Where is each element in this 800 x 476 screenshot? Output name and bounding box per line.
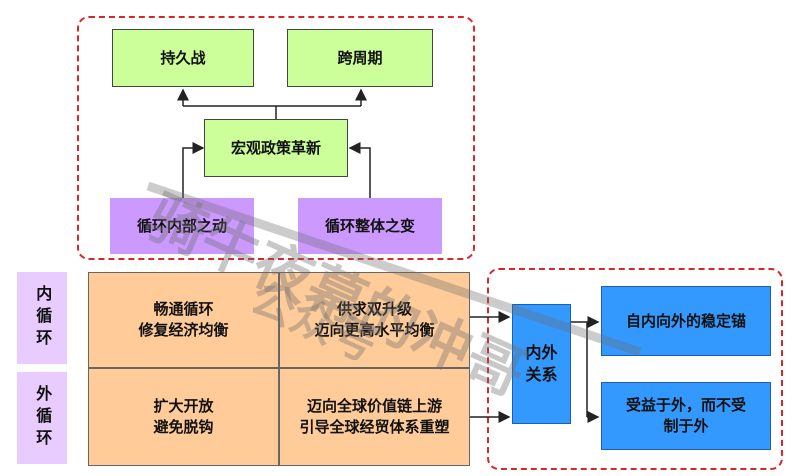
outer-left-cell: 扩大开放 避免脱钩: [88, 368, 279, 466]
inner-left-cell: 畅通循环 修复经济均衡: [88, 272, 279, 368]
inner-outer-relation: 内外 关系: [512, 304, 571, 424]
outer-cycle-label: 外循环: [17, 372, 67, 464]
outcome-protracted-war: 持久战: [112, 29, 254, 87]
top-region-border: [77, 16, 475, 260]
right-region-border: [487, 268, 783, 470]
macro-policy-innovation: 宏观政策革新: [204, 119, 348, 177]
inner-cycle-label: 内循环: [17, 272, 67, 364]
target-benefit-not-constrained: 受益于外，而不受 制于外: [601, 382, 771, 450]
outcome-cross-cycle: 跨周期: [287, 29, 433, 87]
target-stability-anchor: 自内向外的稳定锚: [601, 286, 771, 356]
inner-right-cell: 供求双升级 迈向更高水平均衡: [279, 272, 470, 368]
outer-right-cell: 迈向全球价值链上游 引导全球经贸体系重塑: [279, 368, 470, 466]
right-driver-arrow: [348, 142, 371, 198]
driver-internal-motion: 循环内部之动: [110, 198, 254, 254]
left-driver-arrow: [182, 142, 205, 198]
driver-overall-change: 循环整体之变: [298, 198, 442, 254]
